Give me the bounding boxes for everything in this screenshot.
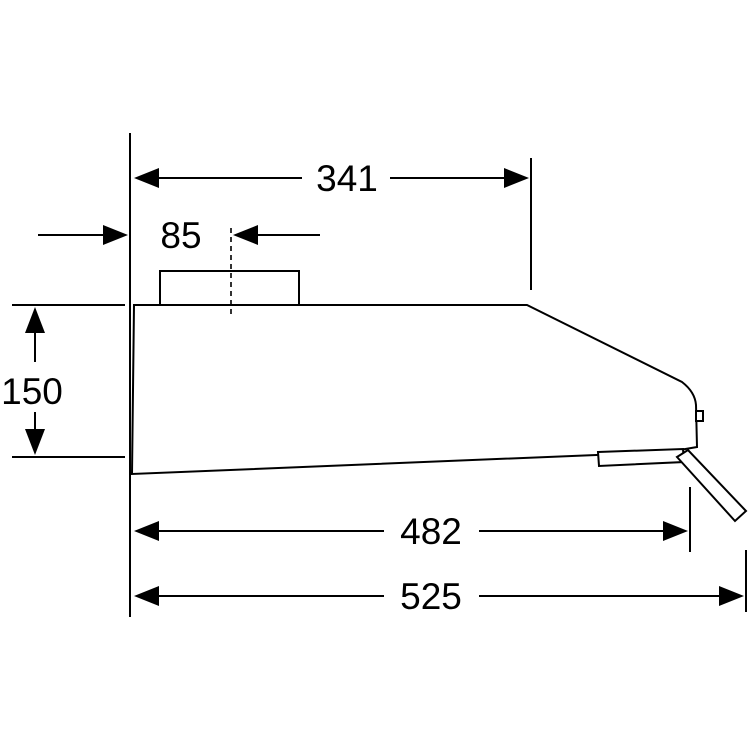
lower-front-lip <box>596 447 686 468</box>
dim-label-height: 150 <box>1 371 63 412</box>
dim-label-outlet-offset: 85 <box>160 215 201 256</box>
dimension-labels: 341 85 150 482 525 <box>1 158 462 617</box>
dim-341-arrow-left <box>134 168 159 188</box>
dim-label-depth-bottom: 482 <box>400 511 462 552</box>
dim-85-arrow-right <box>233 225 258 245</box>
front-control-knob <box>695 410 704 422</box>
dim-150-arrow-top <box>25 307 45 333</box>
hood-body <box>130 228 748 523</box>
extractable-visor <box>675 448 748 523</box>
dim-label-depth-top: 341 <box>316 158 378 199</box>
hood-body-outline <box>130 304 699 476</box>
dim-525-arrow-right <box>719 586 744 606</box>
air-outlet-collar <box>159 270 300 306</box>
dim-85-arrow-left <box>103 225 128 245</box>
extension-lines <box>12 133 747 617</box>
dim-525-arrow-left <box>134 586 159 606</box>
dimension-lines <box>25 168 744 606</box>
dim-482-arrow-right <box>663 521 688 541</box>
dim-482-arrow-left <box>134 521 159 541</box>
dim-label-depth-total: 525 <box>400 576 462 617</box>
dim-341-arrow-right <box>504 168 529 188</box>
dim-150-arrow-bottom <box>25 429 45 455</box>
